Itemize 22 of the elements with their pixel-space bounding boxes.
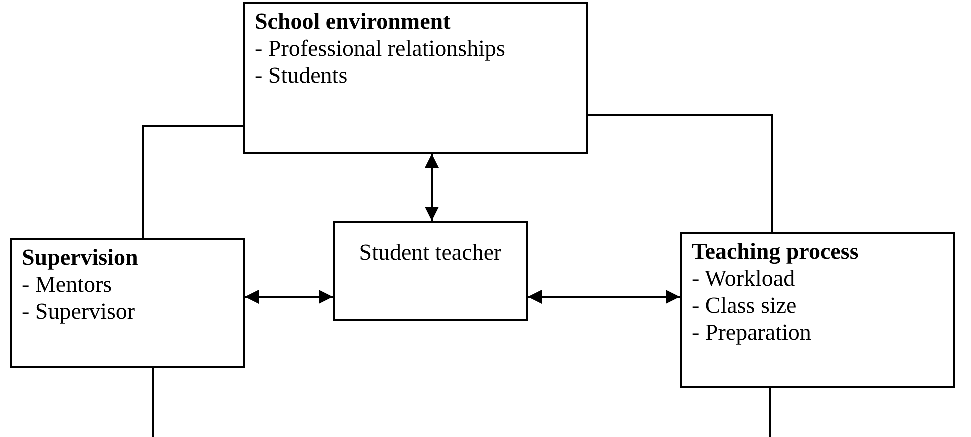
double-arrow (245, 290, 333, 304)
box-heading: Teaching process (692, 238, 860, 265)
double-arrow (425, 154, 439, 221)
connector-line (142, 125, 243, 238)
process-box (10, 238, 245, 368)
box-heading: Supervision (22, 244, 140, 271)
double-arrow (528, 290, 680, 304)
list-item: - Preparation (692, 319, 812, 346)
list-item: - Supervisor (22, 298, 136, 325)
list-item: - Professional relationships (255, 35, 506, 62)
box-label: Student teacher (358, 239, 503, 266)
connector-line (769, 388, 771, 437)
list-item: - Mentors (22, 271, 114, 298)
box-heading: School environment (255, 8, 452, 35)
connector-line (152, 368, 154, 437)
process-box (680, 232, 955, 388)
list-item: - Workload (692, 265, 796, 292)
list-item: - Students (255, 62, 349, 89)
process-box (243, 2, 588, 154)
list-item: - Class size (692, 292, 798, 319)
connector-line (588, 114, 773, 232)
process-box (333, 221, 528, 321)
